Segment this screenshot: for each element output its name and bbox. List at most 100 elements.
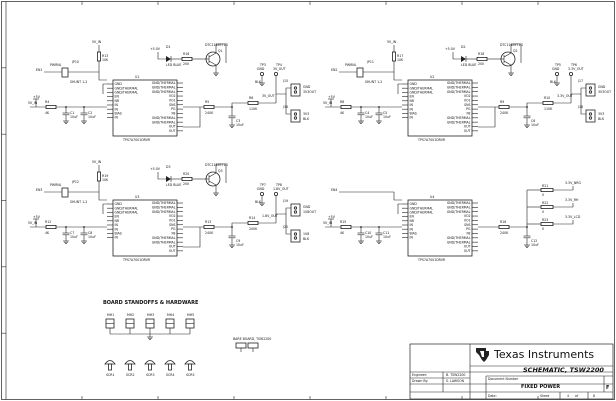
enable-net-label: EN2	[331, 68, 337, 72]
ic-pin-label: EN	[410, 95, 415, 99]
mounting-hole-refdes: MH3	[147, 313, 154, 317]
led-supply-label: +5.0V	[445, 47, 456, 51]
ic-pin-label: OUT	[169, 245, 176, 249]
input-supply-label: +5V	[33, 95, 41, 99]
ldo-ic-body	[112, 79, 178, 137]
wire	[285, 214, 291, 235]
screw-head	[124, 360, 136, 365]
testpoint-refdes: TP3	[259, 63, 266, 67]
gnd-net	[102, 203, 107, 214]
bare-board-symbol-2	[247, 342, 259, 349]
resistor-value: 110K	[544, 107, 553, 111]
resistor-refdes: R23	[542, 218, 548, 222]
ic-pin-label: IN	[115, 227, 119, 231]
input-supply-label: +5V	[328, 215, 336, 219]
led-resistor	[181, 57, 193, 62]
enable-wire	[98, 61, 107, 81]
led-diode	[166, 176, 171, 182]
title-block: Texas Instruments SCHEMATIC, TSW2200 Eng…	[409, 343, 614, 400]
sheet-label: Sheet	[540, 394, 550, 398]
screw-shank	[128, 363, 132, 371]
testpoint-label: GND	[257, 187, 265, 191]
regulator-circuit-1: U1TPS7A7001DRVRGNDGND/THERMALGND/THERMAL…	[28, 40, 316, 142]
header-pin	[293, 236, 298, 240]
jumper-refdes: JP10	[71, 60, 79, 64]
screw-head	[104, 360, 116, 365]
ic-pin-label: GND/THERMAL	[410, 206, 434, 210]
ic-pin-label: GND/THERMAL	[152, 116, 176, 120]
resistor-value: 200	[183, 62, 189, 66]
ti-logo	[476, 348, 489, 362]
testpoint-label: GND	[552, 67, 560, 71]
capacitor-refdes: C7	[70, 231, 74, 235]
jumper-note: SHUNT 1-2	[365, 80, 382, 84]
drawn-by-label: Drawn By:	[412, 379, 428, 383]
ic-pin-label: GND/THERMAL	[447, 120, 471, 124]
resistor-refdes: R5	[205, 100, 209, 104]
header-pin	[588, 112, 593, 116]
testpoint-label: 1.8V_OUT	[273, 187, 289, 191]
resistor-value: 240K	[500, 111, 509, 115]
ic-pin-label: GND/THERMAL	[447, 81, 471, 85]
ic-pin-label: GND/THERMAL	[115, 211, 139, 215]
transistor-emitter	[503, 60, 512, 70]
document-name: FIXED POWER	[521, 384, 560, 390]
resistor-value: 240K	[205, 231, 214, 235]
ic-pin-label: FB	[466, 232, 470, 236]
ic-pin-label: GND/THERMAL	[152, 236, 176, 240]
ic-pin-label: IN	[410, 236, 414, 240]
testpoint	[554, 72, 559, 77]
ic-refdes: U4	[430, 195, 434, 199]
input-net-label: 5V_IN	[323, 221, 333, 225]
header-pin	[293, 210, 298, 214]
transistor-emitter	[208, 180, 217, 190]
testpoint-label: 3V_OUT	[273, 67, 286, 71]
testpoint-refdes: TP4	[275, 63, 282, 67]
ic-pin-label: SNS	[169, 103, 175, 107]
wire	[214, 222, 248, 228]
ic-pin-label: PG	[171, 107, 176, 111]
mounting-hole-refdes: MH1	[107, 313, 114, 317]
capacitor-value: 10uF	[88, 115, 96, 119]
transistor-collector	[208, 48, 217, 58]
led-diode	[461, 56, 466, 62]
enable-wire	[339, 191, 402, 201]
ic-refdes: U2	[430, 75, 434, 79]
screw-refdes: SCR3	[146, 373, 155, 377]
header-pin	[588, 116, 593, 120]
ic-pin-label: BIAS	[115, 112, 122, 116]
capacitor-refdes: C11	[383, 231, 389, 235]
header-refdes: J15	[282, 79, 288, 83]
ic-part-number: TPS7A7001DRVR	[417, 258, 446, 262]
ic-pin-label: PG	[466, 107, 471, 111]
capacitor-refdes: C6	[531, 119, 535, 123]
resistor-value: 240K	[500, 231, 509, 235]
ic-pin-label: NR	[115, 99, 120, 103]
wire	[478, 107, 496, 128]
mounting-hole-refdes: MH5	[187, 313, 194, 317]
screw-refdes: SCR1	[106, 373, 115, 377]
rail-resistor	[540, 205, 554, 210]
input-resistor	[45, 225, 57, 230]
wire	[580, 94, 586, 115]
ic-pin-label: GND/THERMAL	[447, 90, 471, 94]
ic-pin-label: NR	[115, 219, 120, 223]
engineer-name: B. TSW2200	[446, 373, 465, 377]
output-net-label: 3V_OUT	[262, 94, 275, 98]
jumper-note: SHUNT 1-2	[70, 80, 87, 84]
resistor-refdes: R13	[205, 220, 211, 224]
engineer-label: Engineer:	[412, 373, 427, 377]
capacitor-value: 10uF	[88, 235, 96, 239]
enable-wire	[98, 181, 107, 201]
ic-pin-label: OUT	[169, 125, 176, 129]
regulator-circuit-2: U2TPS7A7001DRVRGNDGND/THERMALGND/THERMAL…	[323, 40, 611, 142]
ic-part-number: TPS7A7001DRVR	[122, 258, 151, 262]
enable-wire	[393, 61, 402, 81]
input-resistor	[45, 105, 57, 110]
testpoint	[273, 192, 278, 197]
resistor-value: 4K	[45, 231, 50, 235]
date-label: Date:	[488, 394, 497, 398]
ic-pin-label: OUT	[169, 249, 176, 253]
jumper-net-label: PWRNL	[345, 63, 357, 67]
